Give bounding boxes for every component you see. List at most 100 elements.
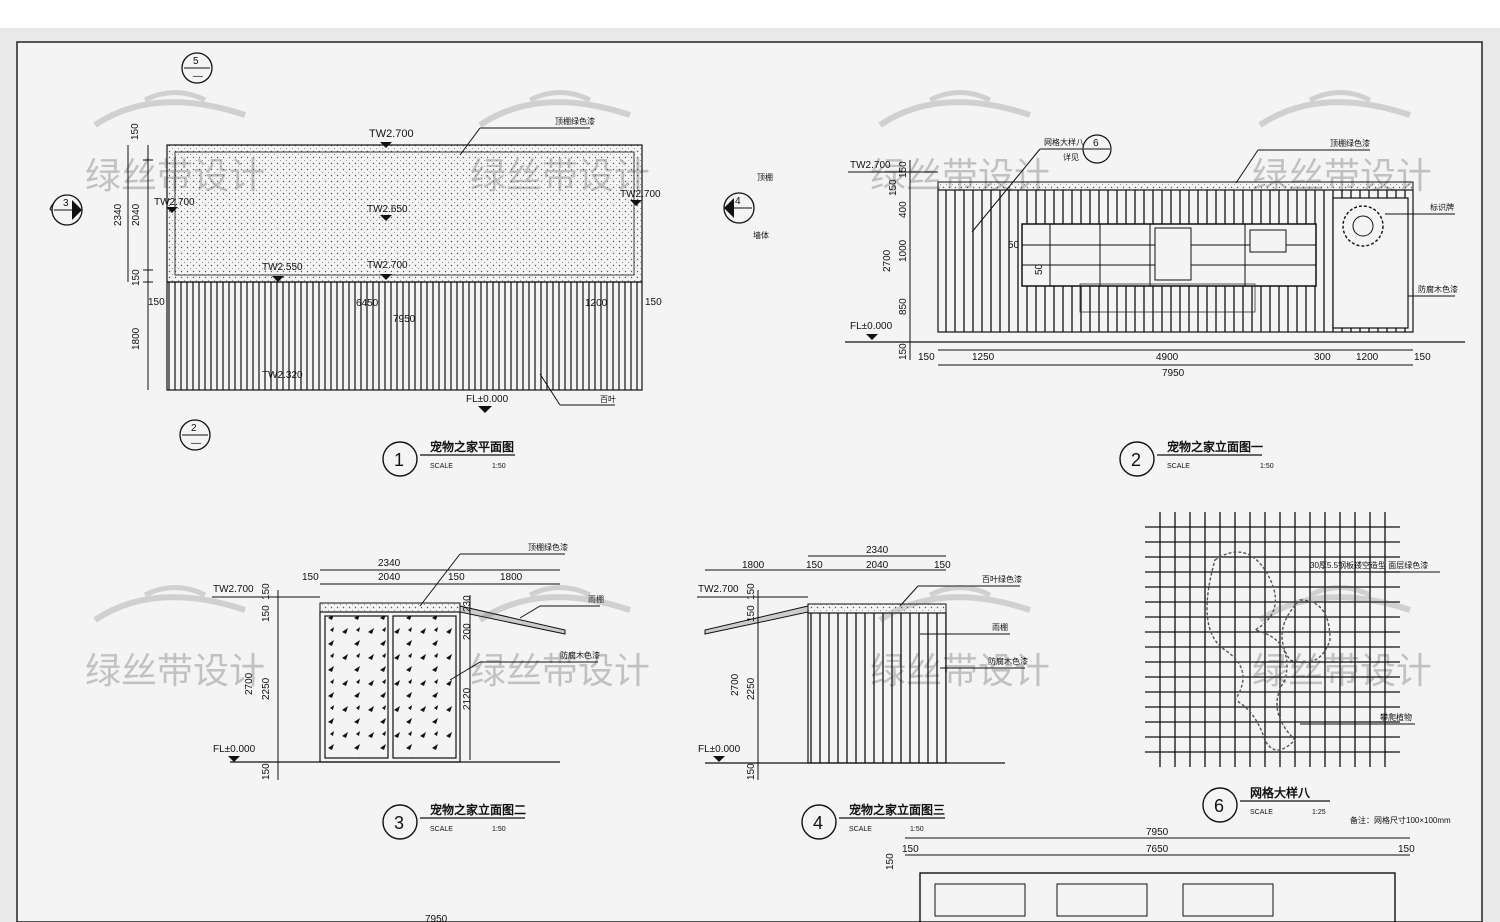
elev1-dim-v150c: 150 bbox=[898, 343, 909, 360]
watermark-text-1: 绿丝带设计 bbox=[85, 156, 265, 197]
watermark-logo-icon bbox=[93, 90, 246, 128]
watermark-logo-icon bbox=[878, 585, 1031, 623]
drawing-1-title: 宠物之家平面图 bbox=[430, 439, 514, 454]
plan-level-tw-right: TW2.700 bbox=[620, 189, 661, 200]
bottom-dim-150l: 150 bbox=[902, 844, 919, 855]
elev1-dim-h7950: 7950 bbox=[1162, 368, 1185, 379]
elev1-dim-v400: 400 bbox=[898, 201, 909, 218]
drawing-1-scale-label: SCALE bbox=[430, 463, 453, 470]
elev3-note-roof: 百叶绿色漆 bbox=[982, 574, 1022, 584]
elev1-dim-h150r: 150 bbox=[1414, 352, 1431, 363]
section-marker-left[interactable]: 3 bbox=[49, 194, 83, 226]
plan-dim-2340: 2340 bbox=[113, 203, 124, 226]
section-marker-right[interactable]: 4 bbox=[723, 192, 755, 224]
drawing-4-elevation: TW2.700 FL±0.000 1800 150 2340 2040 150 … bbox=[697, 545, 1028, 840]
drawing-4-scale-value: 1:50 bbox=[910, 826, 924, 833]
elev3-dim-150b: 150 bbox=[934, 560, 951, 571]
plan-level-fl: FL±0.000 bbox=[466, 394, 509, 405]
elev2-dim-2040: 2040 bbox=[378, 572, 401, 583]
elev3-dim-v150a: 150 bbox=[746, 583, 757, 600]
drawing-2-scale-value: 1:50 bbox=[1260, 463, 1274, 470]
elev3-dim-v2250: 2250 bbox=[746, 677, 757, 700]
drawing-6-title-block: 6 网格大样八 SCALE 1:25 bbox=[1202, 785, 1330, 823]
elev2-dim-v230: 230 bbox=[462, 595, 473, 612]
grid-note-material: 30厚5.5钢板镂空造型 面层绿色漆 bbox=[1310, 560, 1428, 570]
drawing-4-number: 4 bbox=[813, 813, 823, 833]
plan-level-tw-mid: TW2.650 bbox=[367, 204, 408, 215]
plan-dim-1200: 1200 bbox=[585, 298, 608, 309]
elev2-dim-v2120: 2120 bbox=[462, 687, 473, 710]
elev3-dim-2040: 2040 bbox=[866, 560, 889, 571]
elev1-dim-h150: 150 bbox=[918, 352, 935, 363]
drawing-2-scale-label: SCALE bbox=[1167, 463, 1190, 470]
svg-text:—: — bbox=[193, 71, 203, 82]
watermark-logo-icon bbox=[1258, 585, 1411, 623]
elev1-dim-h300: 300 bbox=[1314, 352, 1331, 363]
watermark-text-6: 绿丝带设计 bbox=[470, 651, 650, 692]
svg-text:4: 4 bbox=[735, 196, 741, 207]
elev2-dim-150a: 150 bbox=[302, 572, 319, 583]
watermark-layer: 绿丝带设计 绿丝带设计 绿丝带设计 绿丝带设计 绿丝带设计 绿丝带设计 bbox=[85, 90, 1432, 692]
drawing-1-number: 1 bbox=[394, 450, 404, 470]
drawing-6-title: 网格大样八 bbox=[1250, 785, 1311, 800]
svg-text:6: 6 bbox=[1093, 138, 1099, 149]
elev2-level-fl: FL±0.000 bbox=[213, 744, 256, 755]
elev2-dim-v2700: 2700 bbox=[244, 672, 255, 695]
drawing-3-number: 3 bbox=[394, 813, 404, 833]
elev3-awning bbox=[704, 605, 809, 635]
drawing-1-title-block: 1 宠物之家平面图 SCALE 1:50 bbox=[382, 439, 515, 477]
bottom-partial-plan: 7950 7650 150 150 150 7950 bbox=[425, 827, 1415, 922]
plan-level-tw-bottom: TW2.320 bbox=[262, 370, 303, 381]
elev2-dim-1800: 1800 bbox=[500, 572, 523, 583]
grid-plant-outline bbox=[1206, 551, 1296, 751]
bottom-dim-7950: 7950 bbox=[1146, 827, 1169, 838]
elev1-dim-v1000: 1000 bbox=[898, 239, 909, 262]
elev3-dim-2340: 2340 bbox=[866, 545, 889, 556]
watermark-text-3: 绿丝带设计 bbox=[870, 156, 1050, 197]
elev1-note-roof: 顶棚绿色漆 bbox=[1330, 138, 1370, 148]
elev2-dim-150b: 150 bbox=[448, 572, 465, 583]
plan-dim-150b: 150 bbox=[131, 269, 142, 286]
drawing-4-title: 宠物之家立面图三 bbox=[849, 802, 945, 817]
elev2-dim-v2250: 2250 bbox=[261, 677, 272, 700]
watermark-logo-icon bbox=[478, 585, 631, 623]
drawing-1-scale-value: 1:50 bbox=[492, 463, 506, 470]
elev1-note-logo: 标识牌 bbox=[1430, 202, 1454, 212]
plan-note-roof: 顶棚绿色漆 bbox=[555, 116, 595, 126]
plan-level-tw-low-mid: TW2.700 bbox=[367, 260, 408, 271]
elev3-wall bbox=[807, 612, 947, 764]
elev1-detail-callout[interactable]: 6 网格大样八 详见 bbox=[971, 134, 1112, 233]
drawing-3-title-block: 3 宠物之家立面图二 SCALE 1:50 bbox=[382, 802, 526, 840]
drawing-4-scale-label: SCALE bbox=[849, 826, 872, 833]
elev1-note-detail: 网格大样八 bbox=[1044, 137, 1084, 147]
plan-dim-2040: 2040 bbox=[131, 203, 142, 226]
section-marker-bottom[interactable]: 2 — bbox=[179, 419, 211, 451]
svg-text:2: 2 bbox=[191, 423, 197, 434]
elev1-dim-50a: 50 bbox=[1008, 240, 1020, 251]
grid-detail-lines bbox=[1145, 512, 1400, 767]
plan-note-wall: 百叶 bbox=[600, 395, 616, 404]
drawing-6-number: 6 bbox=[1214, 796, 1224, 816]
drawing-6-scale-value: 1:25 bbox=[1312, 809, 1326, 816]
elev2-left-panel bbox=[324, 615, 389, 759]
watermark-text-8: 绿丝带设计 bbox=[1252, 651, 1432, 692]
elev3-level-fl: FL±0.000 bbox=[698, 744, 741, 755]
plan-level-tw-top: TW2.700 bbox=[369, 128, 414, 140]
elev1-dim-50b: 50 bbox=[1034, 263, 1045, 275]
elev2-right-panel bbox=[392, 615, 457, 759]
plan-level-tw-low-left: TW2.550 bbox=[262, 262, 303, 273]
elev2-awning bbox=[459, 605, 566, 635]
drawing-1-plan: 150 2340 2040 150 1800 TW2.700 TW2.700 T… bbox=[49, 52, 773, 477]
watermark-logo-icon bbox=[1258, 90, 1411, 128]
section-marker-top[interactable]: 5 — bbox=[181, 52, 213, 84]
plan-dim-150-left: 150 bbox=[148, 297, 165, 308]
drawing-2-title: 宠物之家立面图一 bbox=[1167, 439, 1263, 454]
watermark-logo-icon bbox=[478, 90, 631, 128]
elev3-dim-150a: 150 bbox=[806, 560, 823, 571]
elev1-dim-v150a: 150 bbox=[898, 161, 909, 178]
watermark-text-5: 绿丝带设计 bbox=[85, 651, 265, 692]
elev1-level-tw: TW2.700 bbox=[850, 160, 891, 171]
plan-louver-area bbox=[166, 281, 643, 391]
bottom-dim-v150: 150 bbox=[885, 853, 896, 870]
